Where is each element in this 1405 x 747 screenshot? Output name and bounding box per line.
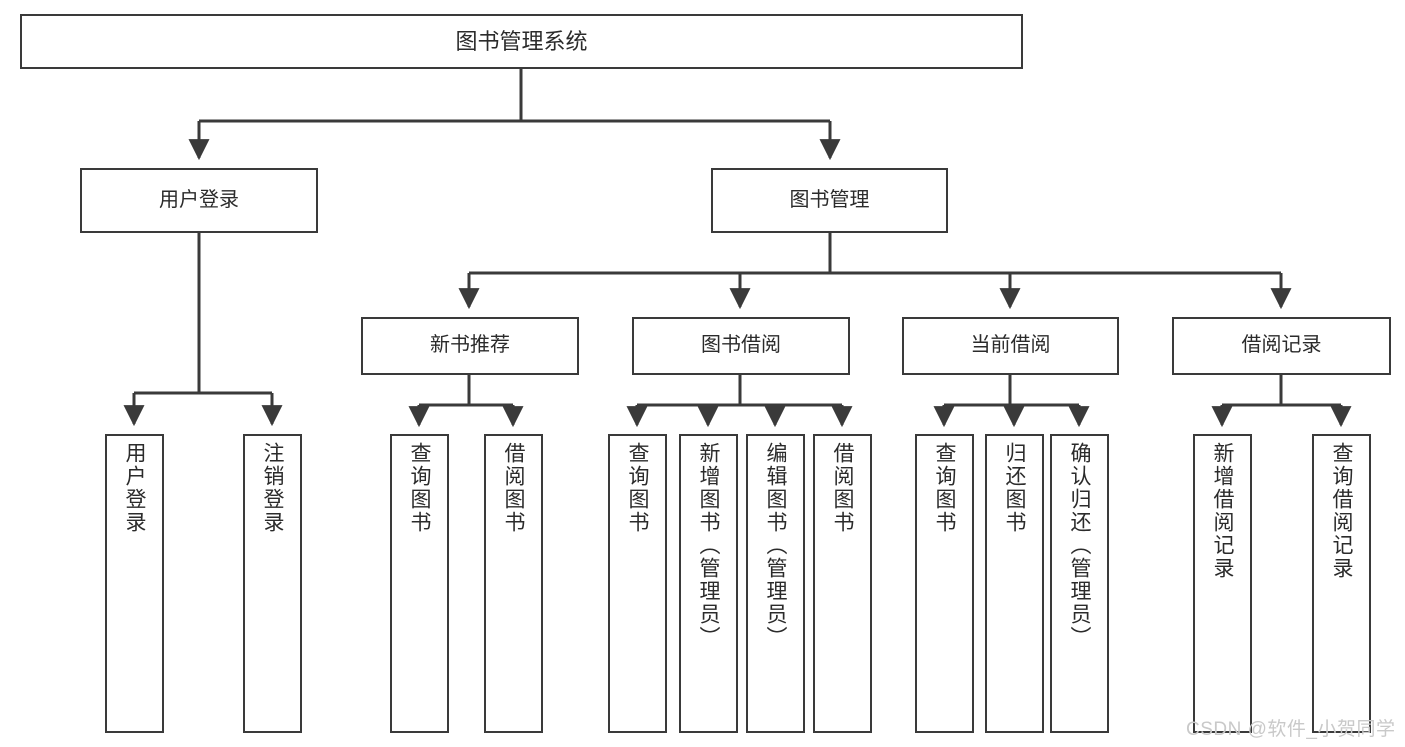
node-user-login[interactable]: 用户登录 [80, 168, 318, 233]
node-leaf-confirm-return[interactable]: 确认归还（管理员） [1050, 434, 1109, 733]
node-leaf-user-login[interactable]: 用户登录 [105, 434, 164, 733]
node-leaf-query-book-3[interactable]: 查询图书 [915, 434, 974, 733]
node-leaf-query-book-2[interactable]: 查询图书 [608, 434, 667, 733]
node-leaf-return-book[interactable]: 归还图书 [985, 434, 1044, 733]
node-leaf-return-book-label: 归还图书 [1003, 442, 1026, 534]
node-current-borrow-label: 当前借阅 [970, 334, 1051, 357]
node-book-management[interactable]: 图书管理 [711, 168, 948, 233]
node-leaf-add-record-label: 新增借阅记录 [1211, 442, 1234, 580]
node-leaf-user-login-label: 用户登录 [123, 442, 146, 534]
node-root-label: 图书管理系统 [455, 28, 588, 54]
node-user-login-label: 用户登录 [159, 188, 239, 211]
node-borrow-record-label: 借阅记录 [1241, 334, 1322, 357]
node-new-book-recommend-label: 新书推荐 [430, 334, 510, 357]
node-leaf-borrow-book-2[interactable]: 借阅图书 [813, 434, 872, 733]
node-leaf-query-record-label: 查询借阅记录 [1330, 442, 1353, 580]
node-borrow-record[interactable]: 借阅记录 [1172, 317, 1391, 375]
node-current-borrow[interactable]: 当前借阅 [902, 317, 1119, 375]
node-root[interactable]: 图书管理系统 [20, 14, 1023, 69]
node-book-borrow[interactable]: 图书借阅 [632, 317, 850, 375]
node-leaf-user-logout[interactable]: 注销登录 [243, 434, 302, 733]
node-leaf-confirm-return-label: 确认归还（管理员） [1068, 442, 1091, 649]
node-new-book-recommend[interactable]: 新书推荐 [361, 317, 579, 375]
csdn-watermark: CSDN @软件_小贺同学 [1186, 719, 1396, 740]
node-leaf-borrow-book-1[interactable]: 借阅图书 [484, 434, 543, 733]
node-leaf-query-book-2-label: 查询图书 [626, 442, 649, 534]
node-leaf-query-book-1[interactable]: 查询图书 [390, 434, 449, 733]
node-leaf-add-book[interactable]: 新增图书（管理员） [679, 434, 738, 733]
node-book-management-label: 图书管理 [789, 188, 870, 211]
node-leaf-add-record[interactable]: 新增借阅记录 [1193, 434, 1252, 733]
node-leaf-edit-book-label: 编辑图书（管理员） [764, 442, 787, 649]
node-leaf-edit-book[interactable]: 编辑图书（管理员） [746, 434, 805, 733]
node-leaf-borrow-book-1-label: 借阅图书 [502, 442, 525, 534]
node-leaf-query-book-1-label: 查询图书 [408, 442, 431, 534]
node-leaf-add-book-label: 新增图书（管理员） [697, 442, 720, 649]
node-book-borrow-label: 图书借阅 [701, 334, 781, 357]
node-leaf-user-logout-label: 注销登录 [261, 442, 284, 534]
node-leaf-query-record[interactable]: 查询借阅记录 [1312, 434, 1371, 733]
node-leaf-borrow-book-2-label: 借阅图书 [831, 442, 854, 534]
node-leaf-query-book-3-label: 查询图书 [933, 442, 956, 534]
